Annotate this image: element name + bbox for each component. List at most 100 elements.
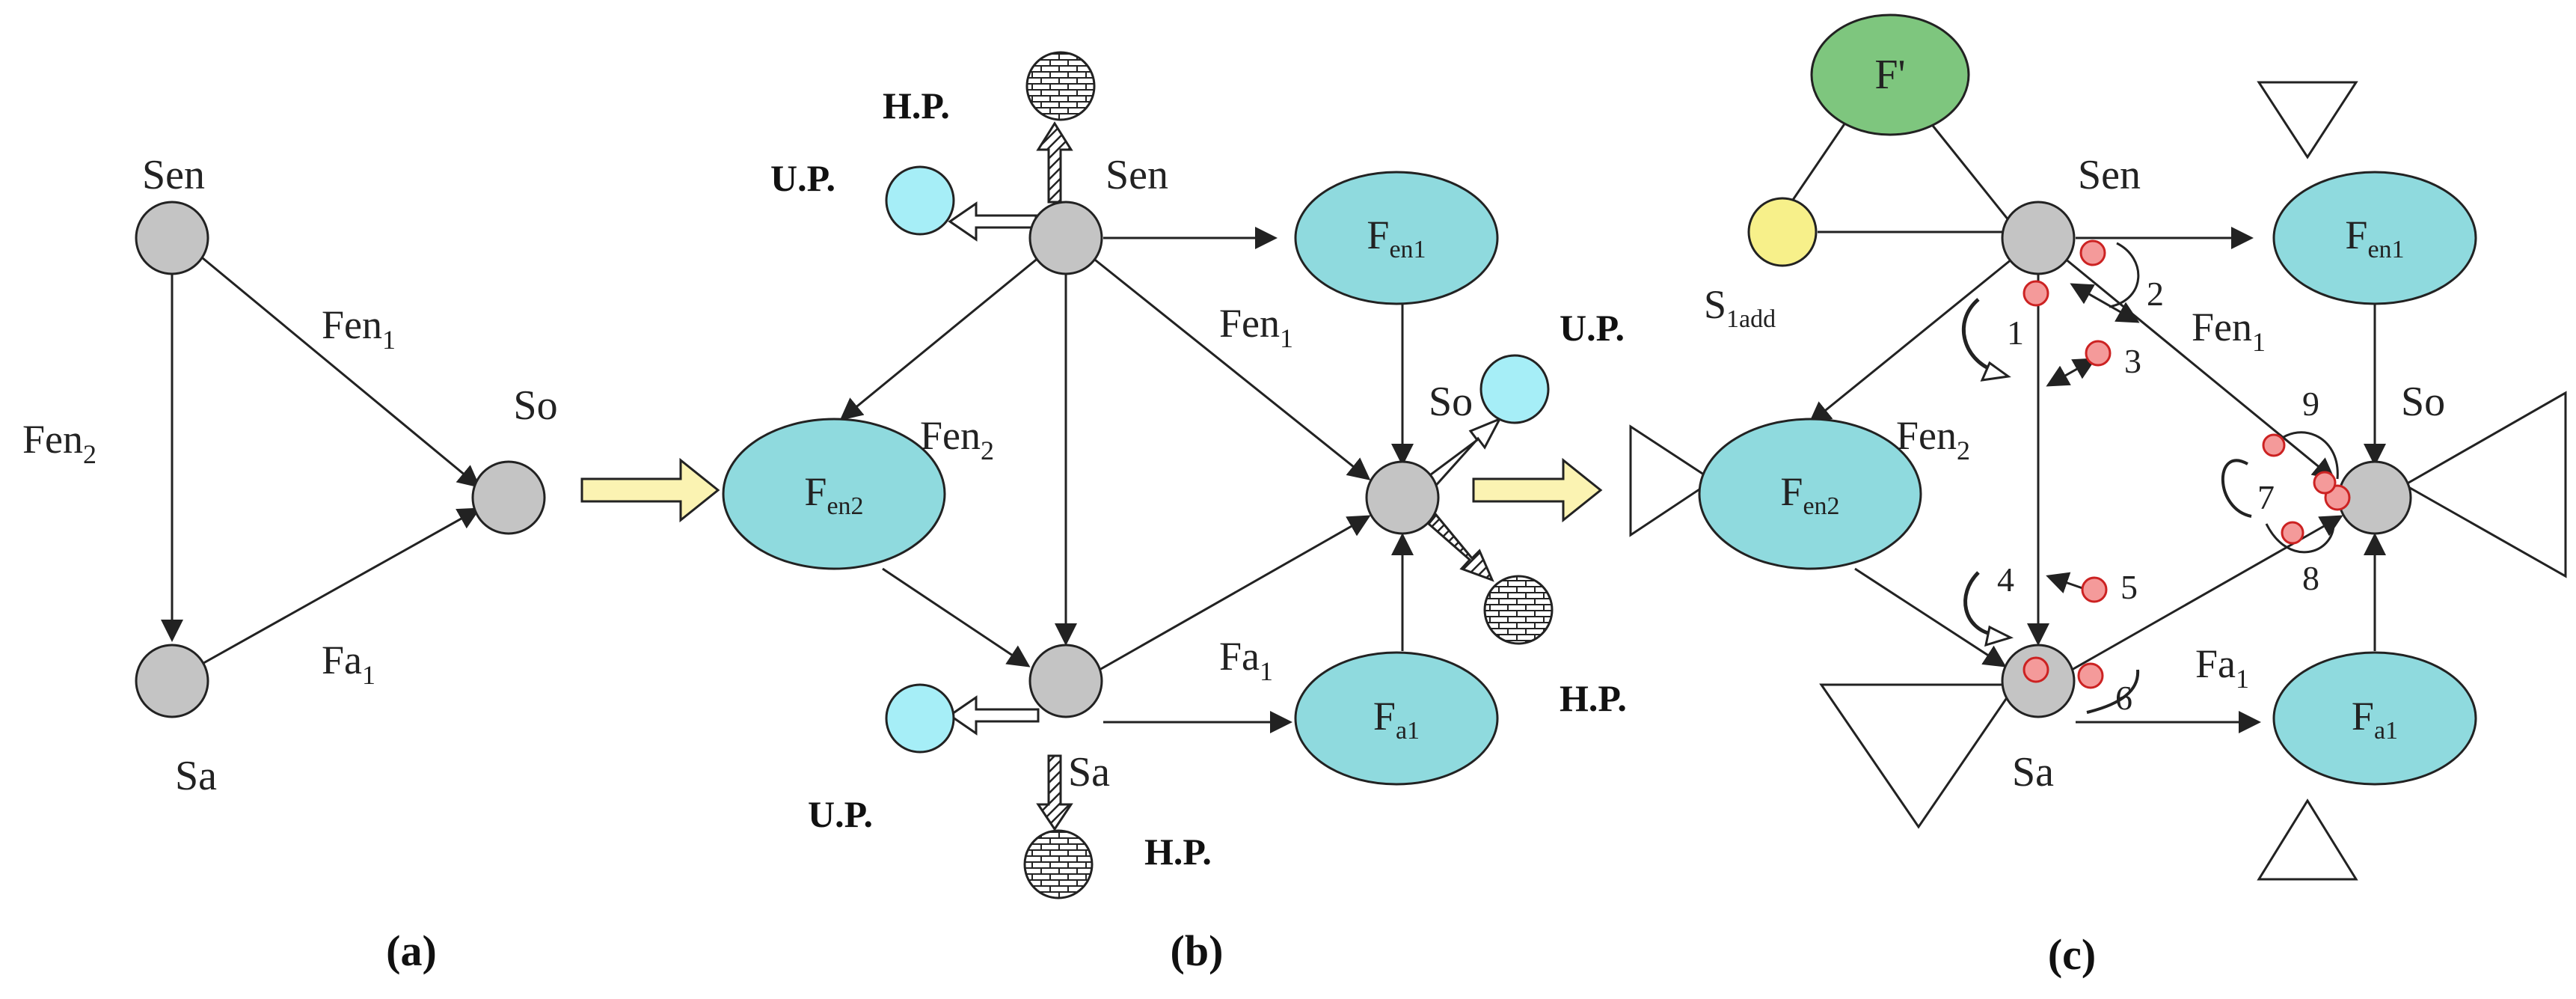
marker-label-1: 1	[2007, 314, 2024, 352]
label-ellipse-fen2: Fen2	[1780, 469, 1839, 520]
label-so: So	[1429, 379, 1473, 425]
ellipse-fa1	[2272, 651, 2477, 786]
marker-red	[2281, 521, 2304, 545]
label-sa: Sa	[175, 753, 217, 799]
caption-c: (c)	[2048, 930, 2096, 979]
marker-label-7: 7	[2257, 478, 2275, 516]
caption-b: (b)	[1171, 926, 1224, 975]
label-hp-so: H.P.	[1560, 677, 1627, 719]
label-edge-fen1: Fen1	[2192, 305, 2266, 357]
edge-sen-so	[2064, 257, 2336, 480]
label-ellipse-fa1: Fa1	[1373, 694, 1420, 745]
edge-sen-so	[1088, 253, 1371, 480]
label-sen: Sen	[142, 152, 205, 198]
marker-red	[2313, 471, 2337, 495]
panel-a: Sen Sa So Fen1 Fen2 Fa1 (a)	[22, 152, 558, 975]
hp-node-so	[1483, 575, 1554, 645]
label-edge-fa1: Fa1	[2195, 641, 2249, 694]
node-sa	[1028, 644, 1103, 718]
edge-fen2-sa	[882, 567, 1031, 667]
up-node-sa	[885, 683, 955, 754]
flow-arrow-5	[2046, 572, 2088, 594]
triangle-fen2	[1629, 424, 1715, 537]
node-so	[471, 460, 546, 535]
node-so	[1365, 460, 1440, 535]
label-edge-fen2: Fen2	[1896, 413, 1970, 465]
label-edge-fen2: Fen2	[920, 413, 994, 465]
label-up-sen: U.P.	[770, 157, 835, 199]
edge-sen-fen2	[839, 249, 1048, 421]
marker-red	[2085, 340, 2112, 367]
node-sen	[2001, 201, 2076, 275]
triangle-so	[2402, 391, 2567, 578]
label-fen1: Fen1	[322, 302, 396, 355]
loop-arrow-1	[1961, 298, 1994, 373]
transition-arrow-bc	[1472, 457, 1603, 523]
transition-arrow-ab	[580, 457, 720, 523]
node-sa	[135, 644, 209, 718]
label-fa1: Fa1	[322, 638, 375, 690]
outflow-arrow-sen-up	[948, 201, 1037, 242]
loop-arrow-9	[2272, 431, 2339, 480]
ellipse-fen1	[1294, 171, 1499, 305]
loop-arrow-8	[2265, 523, 2335, 554]
outflow-arrow-sen-hp	[1036, 121, 1073, 204]
label-up-sa: U.P.	[808, 793, 873, 835]
loop-arrowhead-4	[1984, 625, 2014, 647]
label-fprime: F'	[1874, 52, 1905, 98]
up-node-sen	[885, 165, 955, 236]
label-sa: Sa	[1068, 749, 1110, 795]
label-s1add: S1add	[1704, 282, 1776, 333]
marker-label-3: 3	[2124, 342, 2141, 380]
label-hp-sa: H.P.	[1144, 831, 1212, 873]
loop-arrowhead-1	[1980, 361, 2011, 382]
node-sen	[135, 201, 209, 275]
label-ellipse-fa1: Fa1	[2352, 694, 2398, 745]
label-ellipse-fen1: Fen1	[1367, 213, 1426, 263]
edge-sen-so	[197, 253, 481, 488]
marker-red	[2262, 433, 2286, 457]
label-sen: Sen	[2078, 152, 2141, 198]
ellipse-fen2	[1698, 418, 1922, 570]
label-sa: Sa	[2012, 749, 2054, 795]
label-so: So	[2401, 379, 2445, 425]
caption-a: (a)	[386, 926, 437, 975]
edge-sa-so	[197, 507, 481, 667]
triangle-fa1	[2257, 798, 2358, 881]
hp-node-sen	[1025, 51, 1096, 121]
triangle-sa	[1819, 683, 2018, 829]
flow-arrow-3	[2046, 358, 2097, 387]
marker-red	[2023, 656, 2049, 683]
outflow-arrow-so-up	[1423, 417, 1503, 492]
up-node-so	[1479, 354, 1550, 424]
marker-red	[2081, 576, 2108, 603]
marker-label-8: 8	[2302, 559, 2319, 597]
edge-fprime-sen	[1919, 110, 2014, 225]
edge-sa-so	[1099, 515, 1371, 671]
triangle-fen1	[2257, 81, 2358, 159]
marker-red	[2079, 239, 2106, 266]
label-ellipse-fen1: Fen1	[2345, 213, 2404, 263]
label-fen2: Fen2	[22, 417, 96, 469]
outflow-arrow-sa-hp	[1036, 754, 1073, 831]
marker-red	[2023, 280, 2049, 307]
ellipse-fen1	[2272, 171, 2477, 305]
marker-label-4: 4	[1997, 560, 2014, 599]
ellipse-fen2	[722, 418, 946, 570]
marker-label-2: 2	[2147, 275, 2164, 313]
marker-label-6: 6	[2115, 679, 2132, 717]
label-up-so: U.P.	[1560, 307, 1625, 349]
label-ellipse-fen2: Fen2	[804, 469, 863, 520]
loop-arrow-0	[2109, 242, 2140, 308]
loop-arrow-6	[2086, 669, 2140, 714]
label-hp-sen: H.P.	[883, 85, 950, 126]
marker-label-9: 9	[2302, 385, 2319, 423]
ellipse-fa1	[1294, 651, 1499, 786]
label-edge-fa1: Fa1	[1219, 634, 1273, 686]
marker-red	[2077, 662, 2104, 689]
node-s1add	[1747, 197, 1818, 267]
ellipse-fprime	[1810, 13, 1970, 136]
outflow-arrow-so-hp	[1426, 513, 1494, 582]
